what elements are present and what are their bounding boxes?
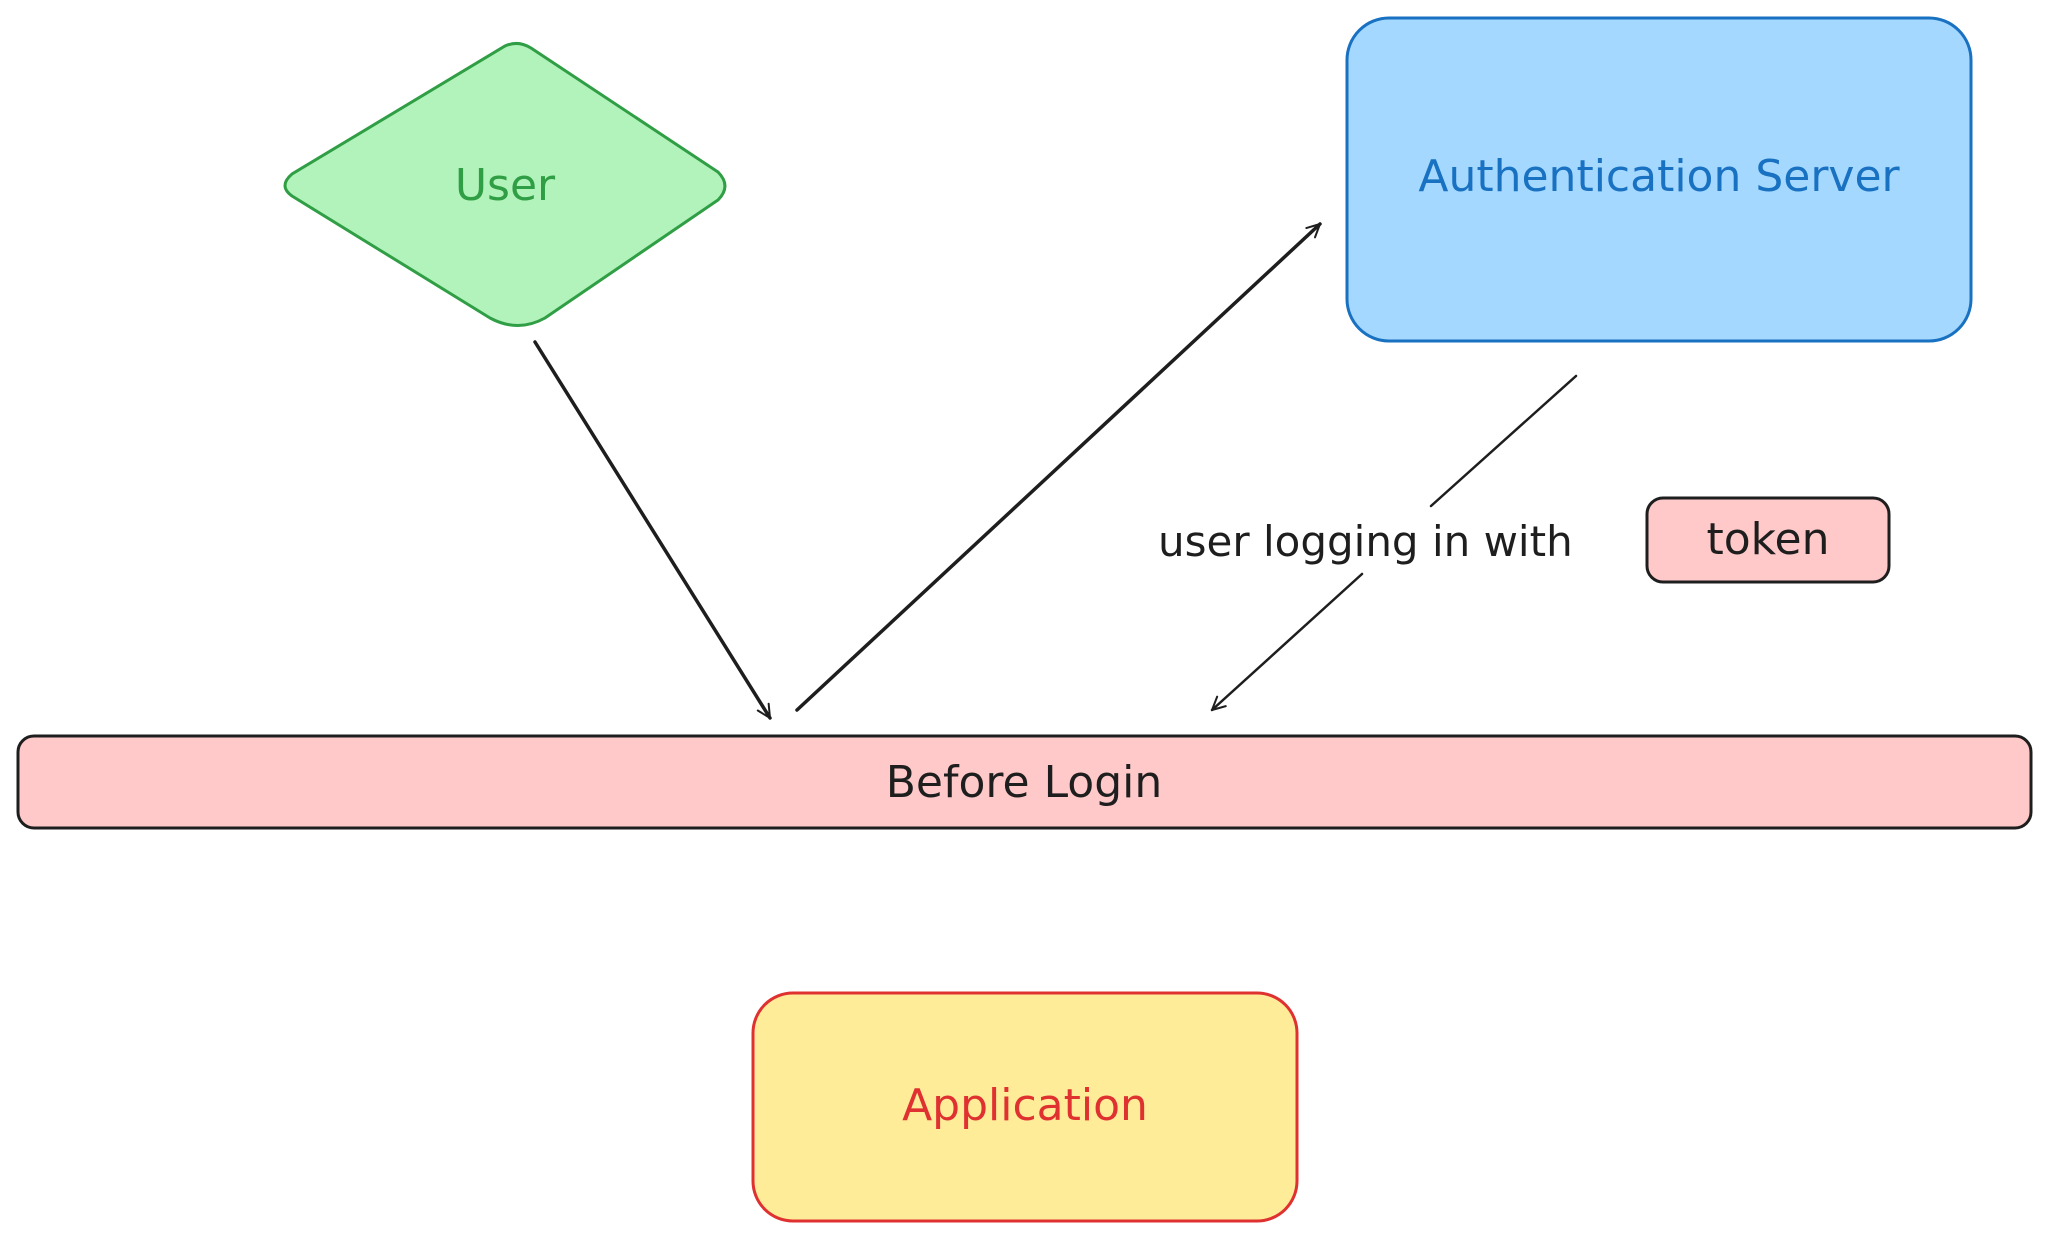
- user-node[interactable]: User: [283, 41, 727, 327]
- token-node[interactable]: token: [1645, 496, 1891, 584]
- before-login-label: Before Login: [886, 757, 1163, 808]
- auth-server-node[interactable]: Authentication Server: [1345, 16, 1973, 343]
- user-diamond-shape: [283, 41, 727, 327]
- before-login-node[interactable]: Before Login: [16, 734, 2033, 830]
- auth-server-label: Authentication Server: [1418, 151, 1900, 202]
- token-label: token: [1706, 514, 1829, 565]
- arrow-before-login-to-auth: [795, 222, 1322, 712]
- user-label: User: [455, 160, 556, 211]
- arrow-auth-to-before-login-lower: [1210, 572, 1364, 712]
- arrow-user-to-before-login: [533, 340, 772, 720]
- application-box: [751, 991, 1299, 1223]
- before-login-bar: [16, 734, 2033, 830]
- token-box: [1645, 496, 1891, 584]
- application-label: Application: [902, 1080, 1148, 1131]
- return-edge-label: user logging in with: [1158, 517, 1573, 566]
- application-node[interactable]: Application: [751, 991, 1299, 1223]
- arrow-auth-to-before-login-upper: [1429, 374, 1578, 508]
- auth-server-box: [1345, 16, 1973, 343]
